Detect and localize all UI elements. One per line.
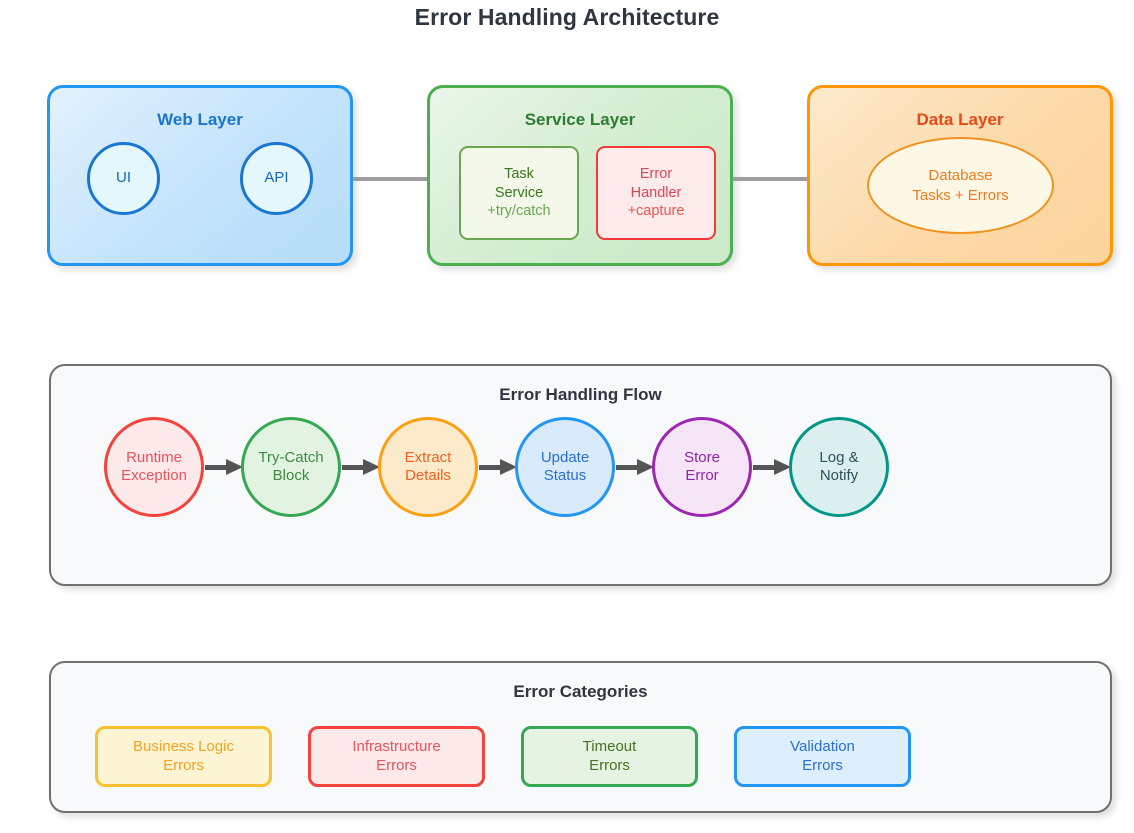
- layer-title-web: Web Layer: [157, 110, 243, 129]
- categories-panel-title: Error Categories: [513, 682, 648, 701]
- flow-step-6-line2: Notify: [819, 467, 859, 484]
- arrow-shaft: [616, 464, 638, 470]
- flow-step-2-line1: Try-Catch: [258, 449, 324, 466]
- flow-step-2-line2: Block: [272, 467, 310, 484]
- flow-step-5-line1: Store: [684, 449, 720, 466]
- flow-arrow-1: [205, 459, 243, 475]
- category-chip-1-line2: Errors: [163, 756, 204, 774]
- node-ui[interactable]: UI: [87, 142, 160, 215]
- flow-step-1-line2: Exception: [121, 467, 187, 484]
- category-chip-4-line1: Validation: [790, 737, 855, 755]
- arrow-shaft: [753, 464, 775, 470]
- database-line2: Tasks + Errors: [912, 186, 1009, 204]
- arrow-head-icon: [226, 459, 243, 475]
- flow-step-3-line2: Details: [405, 467, 451, 484]
- flow-arrow-3: [479, 459, 517, 475]
- category-chip-3-line2: Errors: [589, 756, 630, 774]
- flow-step-4-line2: Status: [543, 467, 587, 484]
- task-service-line1: Task: [504, 166, 534, 183]
- arrow-shaft: [342, 464, 364, 470]
- task-service-line3: +try/catch: [487, 203, 551, 220]
- arrow-shaft: [205, 464, 227, 470]
- node-api-label: API: [264, 169, 289, 187]
- arrow-head-icon: [500, 459, 517, 475]
- flow-step-3-line1: Extract: [404, 449, 452, 466]
- node-error-handler[interactable]: Error Handler +capture: [596, 146, 716, 240]
- category-chip-2-line1: Infrastructure: [352, 737, 441, 755]
- task-service-line2: Service: [494, 184, 544, 201]
- error-handler-line2: Handler: [630, 184, 682, 201]
- category-chip-4-line2: Errors: [802, 756, 843, 774]
- page-title: Error Handling Architecture: [414, 4, 720, 30]
- flow-step-1-line1: Runtime: [126, 449, 182, 466]
- node-api[interactable]: API: [240, 142, 313, 215]
- flow-step-6[interactable]: Log &Notify: [789, 417, 889, 517]
- database-line1: Database: [928, 167, 993, 184]
- category-chip-2-line2: Errors: [376, 756, 417, 774]
- error-handler-line1: Error: [639, 166, 673, 183]
- flow-arrow-2: [342, 459, 380, 475]
- flow-step-5-line2: Error: [685, 467, 719, 484]
- connector-service-to-data: [733, 177, 807, 181]
- node-database[interactable]: Database Tasks + Errors: [867, 137, 1054, 234]
- error-handler-line3: +capture: [627, 203, 685, 220]
- flow-arrow-4: [616, 459, 654, 475]
- node-ui-label: UI: [116, 169, 131, 187]
- arrow-head-icon: [774, 459, 791, 475]
- category-chip-1-line1: Business Logic: [133, 737, 234, 755]
- flow-arrow-5: [753, 459, 791, 475]
- arrow-head-icon: [637, 459, 654, 475]
- layer-title-service: Service Layer: [524, 110, 636, 129]
- flow-step-6-line1: Log &: [819, 449, 859, 466]
- flow-panel-title: Error Handling Flow: [499, 385, 662, 404]
- arrow-shaft: [479, 464, 501, 470]
- node-task-service[interactable]: Task Service +try/catch: [459, 146, 579, 240]
- flow-step-4-line1: Update: [540, 449, 590, 466]
- connector-web-to-service: [353, 177, 427, 181]
- layer-title-data: Data Layer: [916, 110, 1004, 129]
- category-chip-3-line1: Timeout: [582, 737, 637, 755]
- arrow-head-icon: [363, 459, 380, 475]
